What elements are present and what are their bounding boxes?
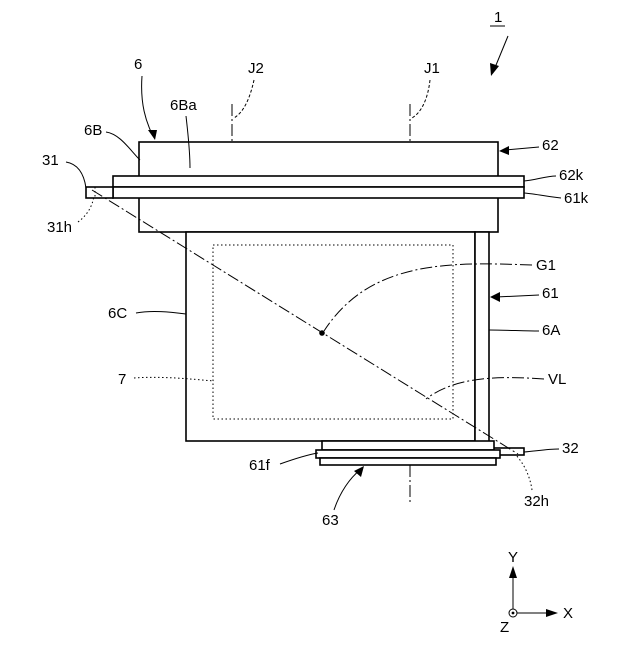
label-6: 6 — [134, 56, 142, 73]
label-g1: G1 — [536, 257, 556, 274]
axis-z-label: Z — [500, 619, 509, 636]
leader-63 — [334, 470, 360, 510]
leader-61-arrow — [490, 292, 500, 302]
element-31 — [86, 187, 113, 198]
axis-x-arrow — [546, 609, 558, 617]
label-j2: J2 — [248, 60, 264, 77]
label-31h: 31h — [47, 219, 72, 236]
leader-62k — [524, 176, 556, 181]
label-6c: 6C — [108, 305, 127, 322]
leader-62-arrow — [499, 146, 509, 155]
label-31: 31 — [42, 152, 59, 169]
axis-y-label: Y — [508, 549, 518, 566]
leader-6a — [489, 330, 539, 331]
leader-6c — [136, 311, 186, 314]
leader-6-arrow — [148, 130, 157, 140]
label-vl: VL — [548, 371, 566, 388]
leader-31 — [66, 162, 86, 188]
leader-31h — [78, 196, 94, 222]
label-63: 63 — [322, 512, 339, 529]
leader-6 — [142, 76, 153, 136]
plate-62k — [113, 176, 524, 187]
plate-63-bottom — [320, 458, 496, 465]
label-6b: 6B — [84, 122, 102, 139]
label-61: 61 — [542, 285, 559, 302]
label-61f: 61f — [249, 457, 271, 474]
label-61k: 61k — [564, 190, 589, 207]
label-6a: 6A — [542, 322, 560, 339]
flange-61f — [322, 441, 494, 450]
label-32: 32 — [562, 440, 579, 457]
leader-j2 — [234, 80, 254, 118]
leader-6b — [106, 132, 140, 160]
leader-32 — [524, 449, 559, 452]
label-ref-1: 1 — [494, 9, 502, 26]
plate-63-top — [316, 450, 500, 458]
leader-61f — [280, 453, 318, 464]
label-j1: J1 — [424, 60, 440, 77]
leader-63-arrow — [354, 466, 364, 477]
axis-z-dot — [512, 612, 515, 615]
lower-housing-6c — [186, 232, 475, 441]
leader-61k — [524, 193, 561, 198]
plate-61k — [113, 187, 524, 198]
label-6ba: 6Ba — [170, 97, 197, 114]
axis-x-label: X — [563, 605, 573, 622]
leader-61 — [496, 295, 539, 297]
point-g1 — [319, 330, 325, 336]
ref-1-arrow-head — [490, 63, 499, 76]
label-32h: 32h — [524, 493, 549, 510]
leader-32h — [516, 455, 532, 490]
leader-j1 — [412, 80, 430, 118]
label-62k: 62k — [559, 167, 584, 184]
leader-62 — [505, 147, 539, 150]
ref-1-arrow-shaft — [494, 36, 508, 70]
label-62: 62 — [542, 137, 559, 154]
label-7: 7 — [118, 371, 126, 388]
axis-y-arrow — [509, 566, 517, 578]
